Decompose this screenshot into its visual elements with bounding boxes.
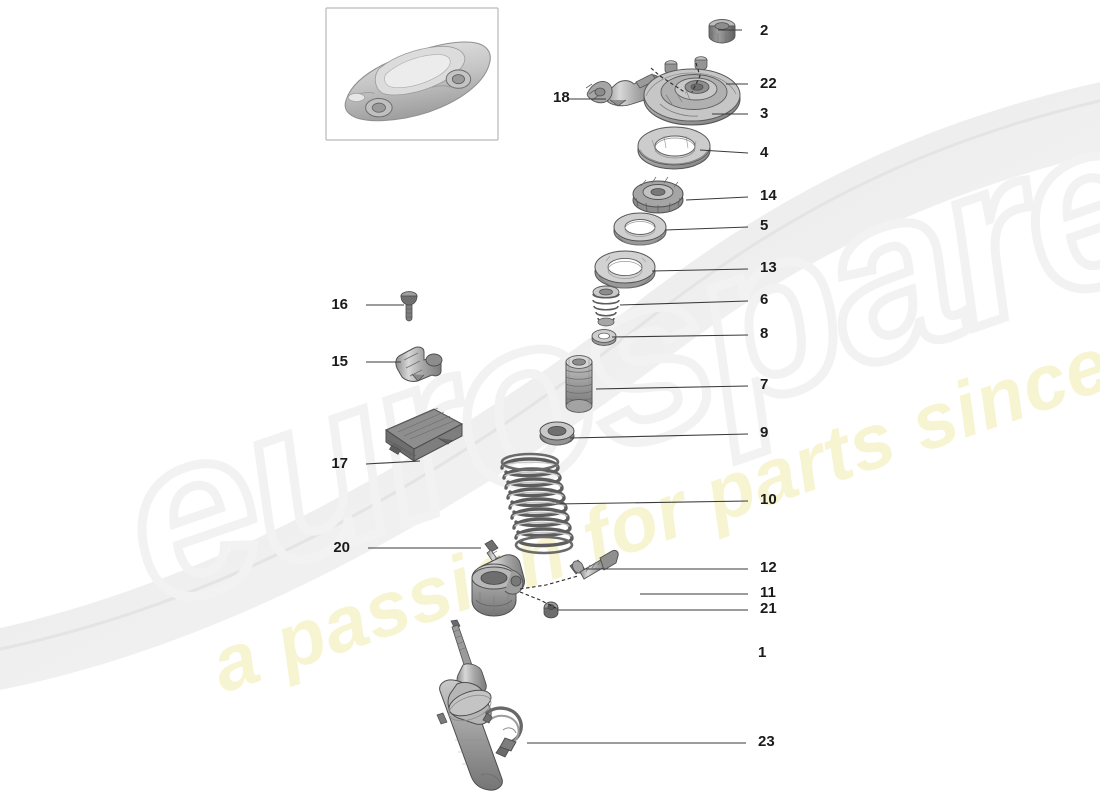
leader-line-7 — [595, 385, 749, 390]
part-1-shock-absorber-strut — [436, 619, 503, 791]
callout-number-22: 22 — [760, 75, 777, 92]
leader-line-4 — [699, 149, 749, 154]
dashed-leader-mount-nut-right — [691, 62, 701, 93]
leader-line-9 — [569, 433, 749, 439]
part-3-strut-mount — [643, 68, 741, 126]
dashed-leaders — [519, 62, 701, 609]
part-8-washer — [591, 329, 617, 346]
callout-number-6: 6 — [760, 291, 768, 308]
leader-line-10 — [555, 500, 749, 505]
callout-number-21: 21 — [760, 600, 777, 617]
part-9-spring-seat-ring — [539, 421, 575, 446]
leader-line-5 — [664, 226, 749, 231]
callout-number-13: 13 — [760, 259, 777, 276]
leader-line-13 — [651, 268, 749, 272]
part-17-control-unit — [384, 407, 464, 462]
dashed-leader-knuckle-bolt — [519, 575, 579, 590]
callout-number-11: 11 — [760, 584, 776, 601]
dashed-leader-knuckle-nut — [519, 591, 557, 609]
part-23-spring-clamp — [482, 706, 523, 758]
part-21-lock-nut — [543, 601, 559, 619]
part-5-upper-spring-pad — [613, 212, 667, 246]
solid-leaders — [365, 29, 749, 744]
vehicle-thumbnail — [325, 7, 499, 141]
callout-number-7: 7 — [760, 376, 768, 393]
callout-number-2: 2 — [760, 22, 768, 39]
part-13-support-ring — [594, 250, 656, 289]
callout-number-16: 16 — [331, 296, 348, 313]
background-swoosh — [0, 82, 1100, 690]
part-7-protective-bellows — [565, 355, 593, 413]
background-swoosh-edge — [0, 99, 1100, 651]
part-14-thrust-bearing — [632, 176, 684, 214]
leader-line-8 — [611, 334, 749, 338]
part-16-bolt — [400, 291, 418, 322]
callout-number-14: 14 — [760, 187, 777, 204]
leader-line-6 — [619, 300, 749, 306]
callout-number-9: 9 — [760, 424, 768, 441]
callout-number-23: 23 — [758, 733, 775, 750]
leader-line-17 — [365, 460, 421, 465]
part-11-steering-knuckle — [471, 554, 525, 617]
callout-number-15: 15 — [331, 353, 348, 370]
callout-number-17: 17 — [331, 455, 348, 472]
callout-number-3: 3 — [760, 105, 768, 122]
callout-number-8: 8 — [760, 325, 768, 342]
callout-number-5: 5 — [760, 217, 768, 234]
dashed-leader-mount-nut-left — [650, 67, 687, 94]
callout-number-12: 12 — [760, 559, 777, 576]
part-12-clamping-bolt — [569, 549, 619, 580]
callout-number-1: 1 — [758, 644, 766, 661]
part-10-coil-spring — [500, 452, 574, 555]
leader-line-14 — [685, 196, 749, 201]
callout-number-10: 10 — [760, 491, 777, 508]
part-15-mounting-bracket — [395, 346, 443, 382]
part-4-bearing-seat — [637, 126, 711, 170]
part-6-auxiliary-spring — [592, 285, 620, 327]
callout-number-20: 20 — [333, 539, 350, 556]
callout-number-18: 18 — [553, 89, 570, 106]
callout-number-4: 4 — [760, 144, 769, 161]
